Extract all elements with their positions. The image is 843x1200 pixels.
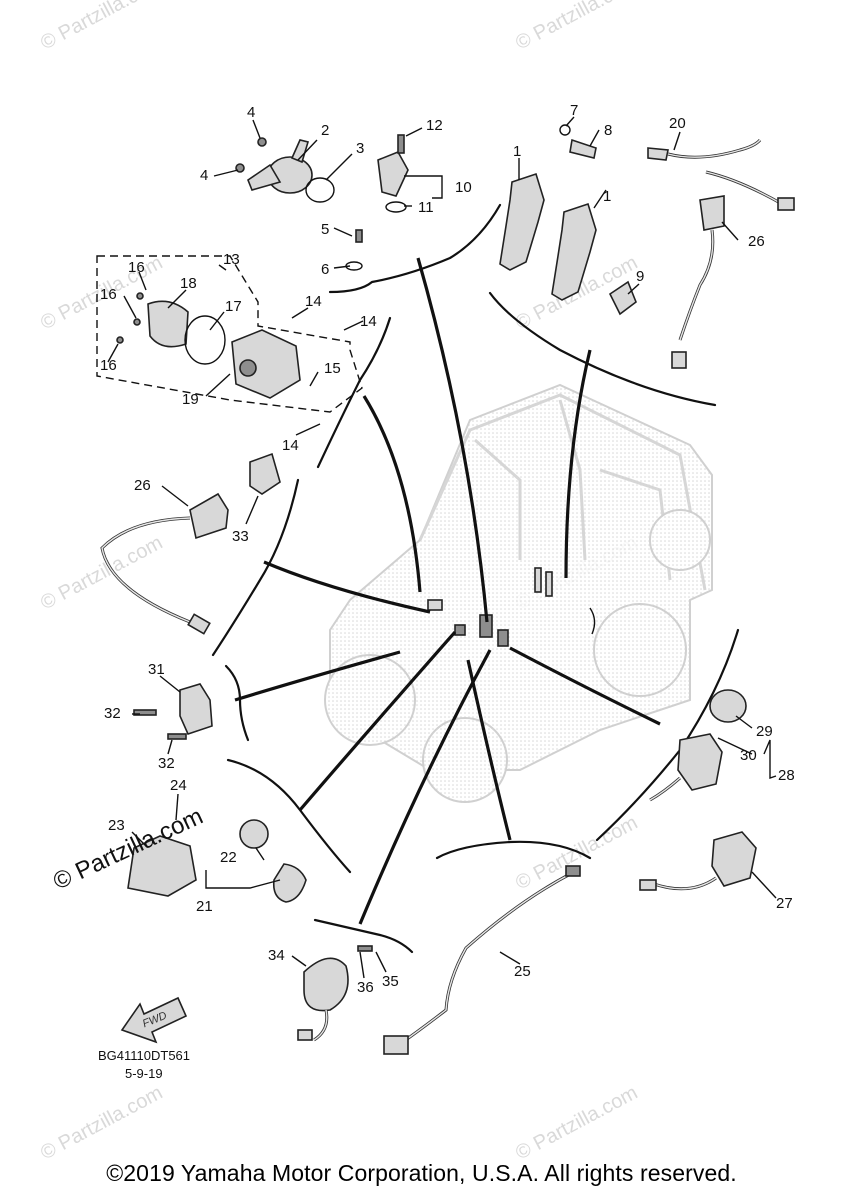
diagram-date: 5-9-19 — [125, 1066, 163, 1081]
vehicle-wheel — [324, 654, 416, 746]
throttle-body-group — [96, 255, 363, 413]
callout-number: 24 — [170, 777, 187, 794]
vehicle-silhouette — [324, 383, 713, 803]
callout-number: 20 — [669, 115, 686, 132]
ignition-coil-group — [499, 124, 637, 316]
callout-number: 25 — [514, 963, 531, 980]
callout-number: 36 — [357, 979, 374, 996]
callout-number: 26 — [134, 477, 151, 494]
callout-number: 14 — [282, 437, 299, 454]
callout-number: 32 — [158, 755, 175, 772]
callout-number: 16 — [128, 259, 145, 276]
watermark: © Partzilla.com — [512, 1082, 641, 1165]
sensor-27-30-group — [639, 689, 757, 891]
watermark: © Partzilla.com — [512, 812, 641, 895]
callout-number: 16 — [100, 286, 117, 303]
ignition-switch-group — [127, 819, 307, 903]
callout-numbers: 1123445678910111213141414151616161718192… — [100, 102, 795, 996]
callout-number: 6 — [321, 261, 329, 278]
watermark: © Partzilla.com — [37, 1082, 166, 1165]
sensor-34-group — [297, 945, 373, 1042]
callout-number: 13 — [223, 251, 240, 268]
callout-number: 35 — [382, 973, 399, 990]
copyright-notice: ©2019 Yamaha Motor Corporation, U.S.A. A… — [106, 1160, 737, 1186]
callout-number: 27 — [776, 895, 793, 912]
callout-number: 7 — [570, 102, 578, 119]
vehicle-wheel — [422, 717, 508, 803]
callout-number: 21 — [196, 898, 213, 915]
pointer-lines — [234, 257, 661, 925]
callout-number: 19 — [182, 391, 199, 408]
callout-number: 3 — [356, 140, 364, 157]
callout-number: 1 — [603, 188, 611, 205]
watermark: © Partzilla.com — [37, 0, 166, 54]
sensor-25-group — [383, 865, 581, 1055]
callout-number: 15 — [324, 360, 341, 377]
callout-number: 31 — [148, 661, 165, 678]
diagram-code: BG41110DT561 — [98, 1048, 190, 1063]
callout-number: 17 — [225, 298, 242, 315]
callout-number: 2 — [321, 122, 329, 139]
callout-number: 32 — [104, 705, 121, 722]
callout-number: 18 — [180, 275, 197, 292]
vehicle-wheel — [593, 603, 687, 697]
callout-number: 22 — [220, 849, 237, 866]
callout-number: 29 — [756, 723, 773, 740]
left-sensor-group — [100, 452, 281, 635]
callout-number: 33 — [232, 528, 249, 545]
callout-number: 8 — [604, 122, 612, 139]
callout-number: 11 — [418, 199, 434, 216]
callout-number: 10 — [455, 179, 472, 196]
callout-number: 9 — [636, 268, 644, 285]
bracket-sensor-group — [133, 683, 213, 740]
watermark: © Partzilla.com — [512, 0, 641, 54]
callout-number: 12 — [426, 117, 443, 134]
vehicle-wheel — [649, 509, 711, 571]
callout-number: 26 — [748, 233, 765, 250]
fwd-arrow: FWD — [120, 996, 188, 1044]
callout-number: 5 — [321, 221, 329, 238]
sensor-group-top — [235, 134, 409, 271]
callout-number: 30 — [740, 747, 757, 764]
callout-number: 14 — [360, 313, 377, 330]
callout-leaders — [107, 116, 777, 979]
callout-number: 16 — [100, 357, 117, 374]
callout-number: 14 — [305, 293, 322, 310]
callout-number: 34 — [268, 947, 285, 964]
callout-number: 28 — [778, 767, 795, 784]
hub-parts — [427, 567, 596, 647]
oxygen-sensor-group — [647, 138, 795, 369]
callout-number: 23 — [108, 817, 125, 834]
callout-number: 4 — [247, 104, 255, 121]
callout-number: 1 — [513, 143, 521, 160]
callout-number: 4 — [200, 167, 208, 184]
